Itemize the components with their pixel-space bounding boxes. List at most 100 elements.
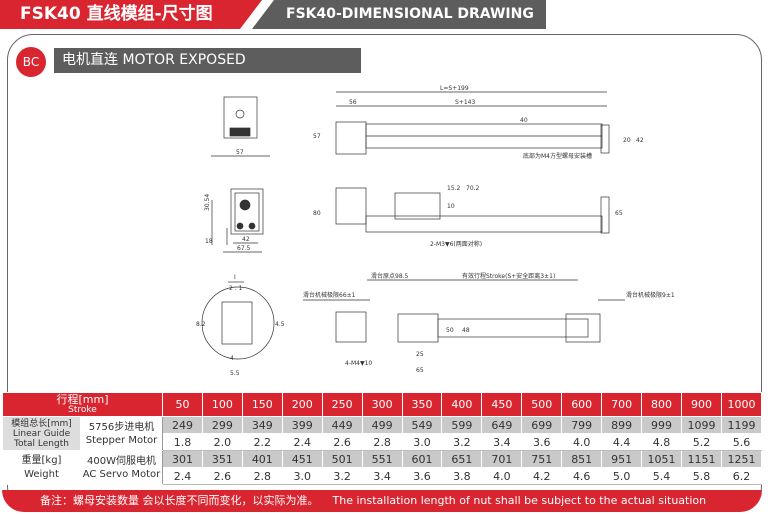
footer-note-cn: 备注：螺母安装数量 会以长度不同而变化，以实际为准。	[40, 494, 319, 507]
cell-stepper-weight: 2.6	[321, 433, 363, 451]
stroke-value: 200	[281, 392, 323, 417]
dim-30-54: 30.54	[204, 194, 211, 211]
length-label-cn: 模组总长[mm]	[11, 418, 72, 429]
cell-servo-weight: 2.4	[162, 467, 203, 485]
cell-servo-weight: 5.0	[601, 467, 643, 485]
stroke-value: 350	[401, 392, 443, 417]
cell-stepper-weight: 2.4	[281, 433, 323, 451]
cell-stepper-length: 1199	[720, 416, 763, 434]
stroke-label-cn: 行程[mm]	[56, 392, 109, 406]
cell-servo-length: 351	[201, 450, 243, 468]
cell-servo-weight: 5.4	[641, 467, 682, 485]
front-view-note: 2-M3▼6(两面对称)	[430, 240, 482, 248]
section-badge: BC	[16, 47, 46, 77]
cell-servo-length: 851	[561, 450, 603, 468]
dim-5-5: 5.5	[230, 370, 240, 377]
cell-stepper-length: 899	[601, 416, 643, 434]
page-title-cn: FSK40 直线模组-尺寸图	[0, 0, 262, 29]
cell-stepper-weight: 4.4	[601, 433, 643, 451]
dim-40: 40	[520, 117, 528, 124]
cell-servo-length: 951	[601, 450, 643, 468]
cell-stepper-length: 249	[162, 416, 203, 434]
dim-4: 4	[230, 355, 234, 362]
cell-stepper-length: 799	[561, 416, 603, 434]
cell-servo-weight: 4.2	[521, 467, 563, 485]
cell-servo-weight: 4.6	[561, 467, 603, 485]
cell-stepper-weight: 5.2	[681, 433, 722, 451]
limit-right-label: 滑台机械极限9±1	[626, 291, 675, 299]
cell-stepper-length: 599	[441, 416, 483, 434]
side-view: 30.54 18 42 67.5	[204, 188, 264, 253]
cell-stepper-length: 349	[241, 416, 283, 434]
cell-stepper-length: 299	[201, 416, 243, 434]
plan-view-note: 4-M4▼10	[345, 360, 372, 367]
cell-servo-length: 1151	[681, 450, 722, 468]
stroke-value: 50	[162, 392, 203, 417]
plan-view: 滑台原点98.5 有效行程Stroke(S+安全距离3±1) 滑台机械极限66±…	[303, 272, 675, 374]
dim-8-2: 8.2	[196, 321, 206, 328]
dim-42-top: 42	[636, 137, 644, 144]
dim-42: 42	[242, 236, 250, 243]
cell-stepper-length: 649	[481, 416, 523, 434]
dim-80: 80	[313, 210, 321, 217]
dim-s-143: S+143	[455, 99, 475, 106]
cell-servo-weight: 6.2	[720, 467, 763, 485]
cell-servo-length: 401	[241, 450, 283, 468]
dim-57: 57	[236, 149, 244, 156]
stroke-value: 600	[561, 392, 603, 417]
stroke-header: 行程[mm]Stroke	[1, 392, 164, 417]
dim-65-plan: 65	[416, 367, 424, 374]
section-title: 电机直连 MOTOR EXPOSED	[54, 48, 361, 73]
cell-servo-weight: 3.8	[441, 467, 483, 485]
top-view: L=S+199 56 S+143 57 40 20 42 底部为M4方型螺母安装…	[313, 85, 644, 160]
cell-servo-weight: 5.8	[681, 467, 722, 485]
cell-stepper-weight: 4.0	[561, 433, 603, 451]
cell-stepper-weight: 5.6	[720, 433, 763, 451]
dim-25: 25	[416, 351, 424, 358]
detail-title: I	[234, 274, 236, 281]
cell-servo-length: 701	[481, 450, 523, 468]
dim-20: 20	[623, 137, 631, 144]
cell-servo-length: 1051	[641, 450, 682, 468]
cell-servo-weight: 2.6	[201, 467, 243, 485]
cell-servo-length: 451	[281, 450, 323, 468]
stroke-label-en: Stroke	[68, 404, 97, 415]
footer-note-en: The installation length of nut shall be …	[332, 494, 707, 507]
stroke-value: 800	[641, 392, 682, 417]
cell-servo-weight: 3.4	[361, 467, 403, 485]
cell-stepper-length: 549	[401, 416, 443, 434]
dim-67-5: 67.5	[237, 245, 251, 252]
stroke-value: 500	[521, 392, 563, 417]
dim-4-5: 4.5	[275, 321, 285, 328]
cell-servo-weight: 4.0	[481, 467, 523, 485]
cell-stepper-length: 1099	[681, 416, 722, 434]
cell-stepper-weight: 1.8	[162, 433, 203, 451]
length-label-en1: Linear Guide	[12, 428, 71, 439]
cell-servo-weight: 2.8	[241, 467, 283, 485]
cell-stepper-weight: 3.0	[401, 433, 443, 451]
cell-servo-length: 601	[401, 450, 443, 468]
stroke-value: 250	[321, 392, 363, 417]
cell-stepper-length: 499	[361, 416, 403, 434]
stroke-label: 有效行程Stroke(S+安全距离3±1)	[462, 272, 555, 280]
cell-stepper-weight: 3.4	[481, 433, 523, 451]
cell-servo-length: 551	[361, 450, 403, 468]
servo-label-en: AC Servo Motor	[82, 468, 161, 480]
cell-stepper-length: 999	[641, 416, 682, 434]
weight-label-cn: 重量[kg]	[21, 454, 62, 466]
cell-servo-length: 751	[521, 450, 563, 468]
weight-label-en: Weight	[24, 468, 59, 480]
end-view: 57	[211, 96, 270, 157]
cell-stepper-weight: 2.2	[241, 433, 283, 451]
cell-stepper-weight: 2.0	[201, 433, 243, 451]
top-view-note: 底部为M4方型螺母安装槽	[523, 152, 592, 160]
stroke-value: 900	[681, 392, 722, 417]
cell-stepper-length: 399	[281, 416, 323, 434]
